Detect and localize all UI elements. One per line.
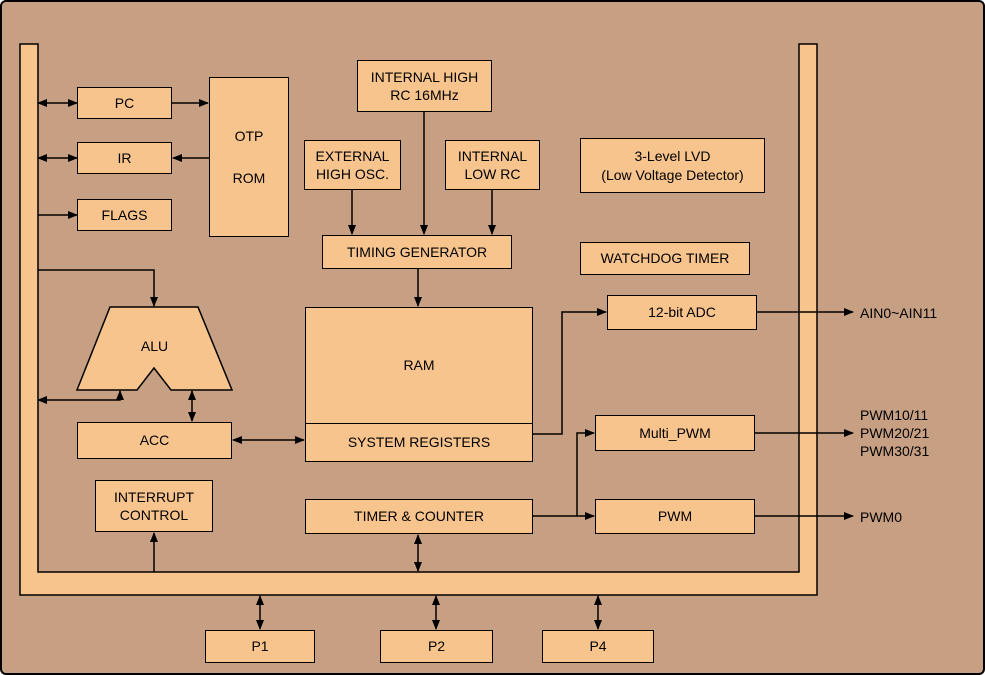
internal-low-rc-line2: LOW RC (464, 166, 521, 182)
block-pc: PC (77, 87, 172, 119)
internal-low-rc-line1: INTERNAL (457, 147, 528, 164)
block-acc: ACC (77, 422, 232, 459)
block-otp-rom: OTP ROM (209, 77, 289, 237)
arrow-bus-alu-top (38, 269, 158, 307)
otp-label: OTP (234, 127, 264, 144)
system-bus (19, 43, 818, 596)
pin-label-pwm30-31: PWM30/31 (860, 443, 930, 459)
block-p1: P1 (205, 630, 315, 663)
rom-label: ROM (232, 170, 266, 186)
interrupt-control-line2: CONTROL (119, 507, 189, 523)
block-p2: P2 (380, 630, 493, 663)
block-ir: IR (77, 142, 172, 174)
block-flags: FLAGS (77, 199, 172, 231)
block-internal-high-rc: INTERNAL HIGH RC 16MHz (357, 60, 492, 112)
interrupt-control-line1: INTERRUPT (113, 488, 195, 505)
block-alu-label: ALU (140, 338, 169, 354)
external-high-osc-line1: EXTERNAL (315, 147, 390, 164)
pin-label-pwm0: PWM0 (860, 509, 902, 525)
arrow-sysreg-adc (533, 308, 607, 435)
block-system-registers: SYSTEM REGISTERS (306, 423, 532, 461)
block-ram-system-registers: RAM SYSTEM REGISTERS (305, 307, 533, 462)
arrow-timer-multipwm (533, 429, 595, 517)
block-p4: P4 (542, 630, 654, 663)
internal-high-rc-line1: INTERNAL HIGH (370, 68, 479, 85)
block-lvd: 3-Level LVD (Low Voltage Detector) (580, 138, 765, 193)
lvd-line1: 3-Level LVD (634, 148, 711, 165)
block-multi-pwm: Multi_PWM (595, 415, 755, 451)
pin-label-pwm20-21: PWM20/21 (860, 425, 930, 441)
block-pwm: PWM (595, 499, 755, 534)
lvd-line2: (Low Voltage Detector) (601, 166, 744, 183)
block-ram: RAM (403, 357, 435, 374)
arrow-alu-bus (37, 390, 124, 404)
block-interrupt-control: INTERRUPT CONTROL (95, 480, 213, 532)
external-high-osc-line2: HIGH OSC. (315, 166, 390, 182)
block-adc: 12-bit ADC (607, 295, 757, 330)
block-timer-counter: TIMER & COUNTER (305, 499, 533, 534)
block-timing-generator: TIMING GENERATOR (322, 235, 512, 269)
block-external-high-osc: EXTERNAL HIGH OSC. (304, 140, 401, 190)
pin-label-ain: AIN0~AIN11 (860, 305, 938, 321)
internal-high-rc-line2: RC 16MHz (390, 87, 459, 103)
block-watchdog-timer: WATCHDOG TIMER (580, 242, 750, 275)
block-internal-low-rc: INTERNAL LOW RC (445, 140, 540, 190)
pin-label-pwm10-11: PWM10/11 (860, 407, 929, 423)
pin-label-multi-pwm: PWM10/11 PWM20/21 PWM30/31 (860, 406, 929, 460)
